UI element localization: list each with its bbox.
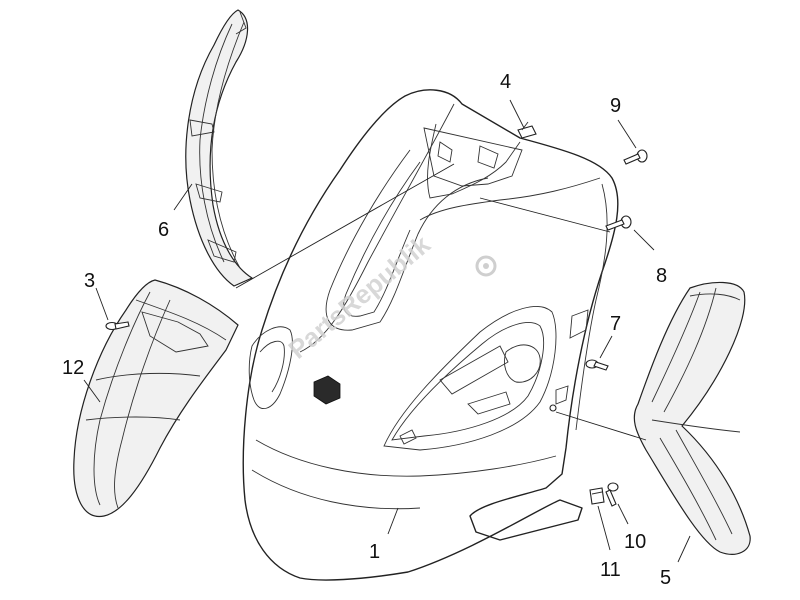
part-6-trim-strip [185,9,253,287]
leader-7 [599,335,613,359]
part-1-front-shield [242,89,619,581]
callout-7: 7 [610,313,621,335]
callout-3: 3 [84,270,95,292]
screw-3 [105,321,130,331]
watermark-gear-icon [475,255,497,277]
leader-cross-2 [479,197,611,233]
clip-11 [589,487,605,505]
callout-12: 12 [62,357,84,379]
screw-8 [605,215,632,231]
leader-cross-3 [555,411,647,441]
callout-5: 5 [660,567,671,589]
leader-9 [617,119,637,149]
leader-8 [633,229,655,251]
screw-10 [605,482,619,507]
part-4-clip [517,121,537,139]
leader-lines [83,99,691,563]
callout-4: 4 [500,71,511,93]
part-12-left-panel [73,279,239,518]
callout-11: 11 [600,559,621,581]
leader-10 [617,503,629,525]
leader-1 [387,507,399,535]
callout-8: 8 [656,265,667,287]
part-5-right-panel [633,281,751,555]
leader-4 [509,99,525,129]
leader-12 [83,379,101,403]
leader-3 [95,287,109,321]
callout-10: 10 [624,531,646,553]
leader-6 [173,183,193,211]
screw-9 [623,149,648,165]
callout-1: 1 [369,541,380,563]
leader-11 [597,505,611,551]
callout-6: 6 [158,219,169,241]
leader-5 [677,535,691,563]
screw-7 [585,359,609,371]
leader-cross-1 [235,163,455,289]
callout-9: 9 [610,95,621,117]
